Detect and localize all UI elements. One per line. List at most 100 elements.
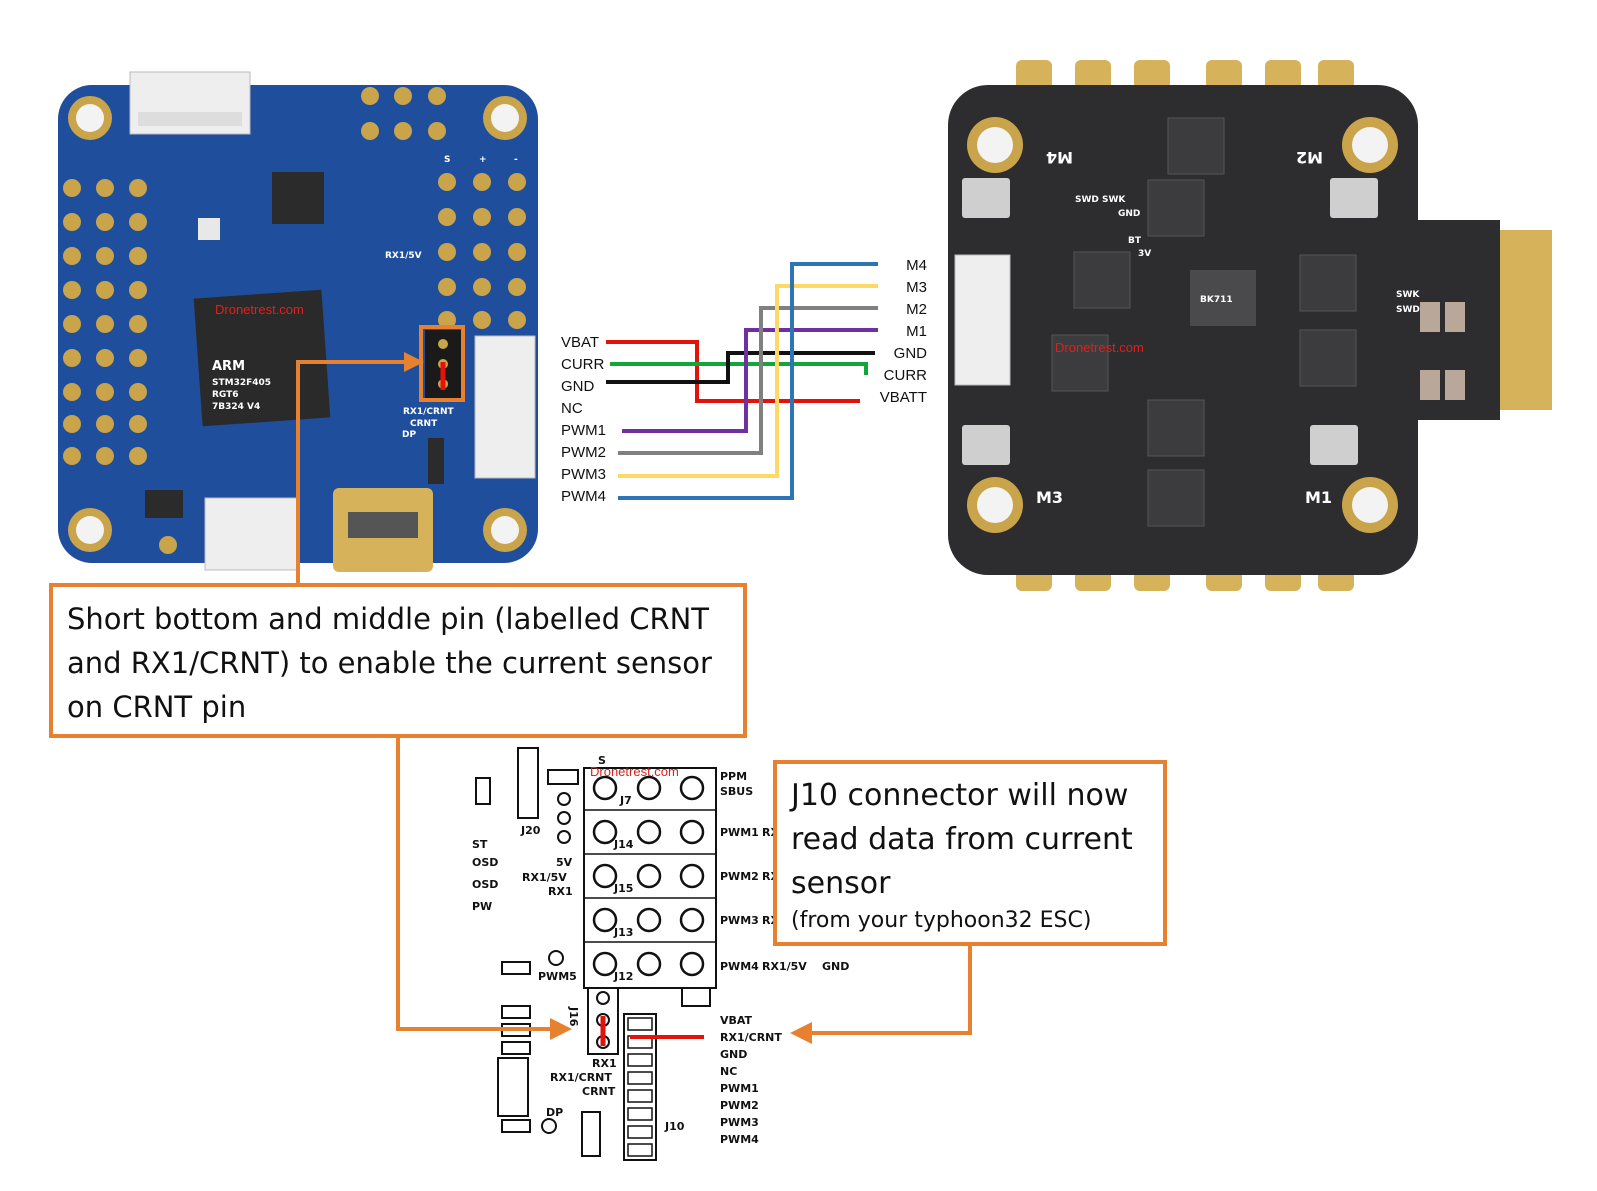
esc-silk-gnd: GND [1118, 209, 1140, 219]
esc-silk-m1: M1 [1305, 488, 1332, 507]
esc-pin-vbatt: VBATT [880, 389, 927, 406]
fc-side-connector [474, 335, 536, 479]
esc-silk-swd: SWD [1396, 305, 1420, 315]
wire-pwm3 [618, 284, 878, 478]
arrow-to-fc-jumper [296, 360, 414, 583]
wire-vbat [606, 340, 860, 403]
callout-arrows [296, 360, 972, 1035]
esc-connector [954, 254, 1011, 386]
fc-pin-vbat: VBAT [561, 334, 599, 351]
fc-pin-curr: CURR [561, 356, 604, 373]
schematic-s: S [598, 754, 606, 767]
esc-mosfet [1051, 334, 1109, 392]
wire-pwm2 [618, 306, 878, 455]
esc-pin-labels: M4 M3 M2 M1 GND CURR VBATT [880, 257, 927, 406]
esc-pin-curr: CURR [884, 367, 927, 384]
j10-pin-pwm2: PWM2 [720, 1099, 759, 1112]
schematic-rx1-top: RX1 [548, 885, 573, 898]
arrowhead-schematic [550, 1018, 572, 1040]
arrowhead-j10 [790, 1022, 812, 1044]
callout-short-pins-text: Short bottom and middle pin (labelled CR… [67, 602, 712, 724]
esc-silk-swd-swk: SWD SWK [1075, 195, 1126, 205]
fc-left-pin-header [63, 179, 147, 465]
fc-pin-labels: VBAT CURR GND NC PWM1 PWM2 PWM3 PWM4 [561, 334, 606, 505]
schematic-j16-jumper [587, 987, 619, 1055]
esc-chip-label: BK711 [1200, 295, 1233, 305]
j10-pin-pwm4: PWM4 [720, 1133, 759, 1146]
fc-pin-nc: NC [561, 400, 583, 417]
esc-mosfet [1073, 251, 1131, 309]
fc-watermark: Dronetrest.com [215, 302, 304, 317]
schematic-pwm1: PWM1 [720, 826, 759, 839]
schematic-rx1-5v-row: RX1/5V [762, 960, 807, 973]
fc-top-pin-header [361, 87, 446, 140]
schematic-j14: J14 [613, 838, 634, 851]
schematic-j12: J12 [613, 970, 633, 983]
esc-silk-m2: M2 [1296, 148, 1323, 167]
schematic-rx1-crnt: RX1/CRNT [550, 1071, 612, 1084]
wire-gnd [606, 351, 875, 384]
esc-board: BK711 M4 M2 M3 M1 SWD SWK GND BT 3V SWK … [948, 60, 1552, 591]
fc-silk-plus: + [479, 155, 487, 165]
fc-bottom-connector [204, 497, 298, 571]
esc-mosfet [1299, 329, 1357, 387]
esc-mosfet [1299, 254, 1357, 312]
callout-j10: J10 connector will now read data from cu… [773, 760, 1167, 946]
esc-regulator [1190, 270, 1256, 326]
j10-pin-vbat: VBAT [720, 1014, 753, 1027]
schematic-header-block [583, 767, 717, 989]
schematic-dp: DP [546, 1106, 563, 1119]
esc-mosfet [1167, 117, 1225, 175]
esc-pin-gnd: GND [894, 345, 928, 362]
schematic-j13: J13 [613, 926, 633, 939]
schematic-gnd-row: GND [822, 960, 849, 973]
arrowhead-fc [404, 352, 424, 372]
schematic-j10-connector [623, 1013, 657, 1161]
schematic-crnt: CRNT [582, 1085, 616, 1098]
esc-pin-m4: M4 [906, 257, 927, 274]
schematic-rx1-5v: RX1/5V [522, 871, 567, 884]
schematic-j15: J15 [613, 882, 633, 895]
fc-small-ic [272, 172, 324, 224]
wire-pwm4 [618, 262, 878, 500]
fc-pin-pwm2: PWM2 [561, 444, 606, 461]
callout-j10-text: J10 connector will now read data from cu… [791, 778, 1133, 901]
schematic-osd: OSD [472, 856, 498, 869]
fc-silk-s: S [444, 155, 450, 165]
j10-pin-gnd: GND [720, 1048, 747, 1061]
schematic-st: ST [472, 838, 488, 851]
esc-watermark: Dronetrest.com [1055, 340, 1144, 355]
schematic-pwm4: PWM4 [720, 960, 759, 973]
esc-mosfet [1147, 399, 1205, 457]
j10-pin-rx1-crnt: RX1/CRNT [720, 1031, 782, 1044]
fc-chip-variant: RGT6 [212, 390, 239, 400]
esc-silk-3v: 3V [1138, 249, 1151, 259]
j10-pin-pwm1: PWM1 [720, 1082, 759, 1095]
fc-chip-arm: ARM [212, 359, 245, 374]
esc-silk-m3: M3 [1036, 488, 1063, 507]
j10-pin-nc: NC [720, 1065, 737, 1078]
esc-mosfet [1147, 469, 1205, 527]
fc-pin-gnd: GND [561, 378, 595, 395]
flight-controller-board: ARM STM32F405 RGT6 7B324 V4 RX1/5V RX1/C… [58, 71, 538, 572]
schematic-pwm5: PWM5 [538, 970, 577, 983]
fc-silk-minus: - [514, 155, 518, 165]
fc-silk-dp: DP [402, 430, 416, 440]
schematic-pwm3: PWM3 [720, 914, 759, 927]
schematic-watermark: Dronetrest.com [590, 764, 679, 779]
fc-silk-rx1-5v: RX1/5V [385, 251, 422, 261]
callout-short-pins: Short bottom and middle pin (labelled CR… [49, 583, 747, 738]
j10-pin-pwm3: PWM3 [720, 1116, 759, 1129]
schematic-j10: J10 [664, 1120, 685, 1133]
esc-power-pads [1490, 230, 1552, 410]
schematic-pwm2: PWM2 [720, 870, 759, 883]
schematic-ppm: PPM [720, 770, 747, 783]
wiring-harness [606, 262, 878, 500]
esc-silk-bt: BT [1128, 236, 1142, 246]
esc-silk-m4: M4 [1046, 148, 1073, 167]
fc-pin-pwm3: PWM3 [561, 466, 606, 483]
fc-right-pin-header [438, 173, 526, 329]
schematic-j7: J7 [619, 794, 632, 807]
